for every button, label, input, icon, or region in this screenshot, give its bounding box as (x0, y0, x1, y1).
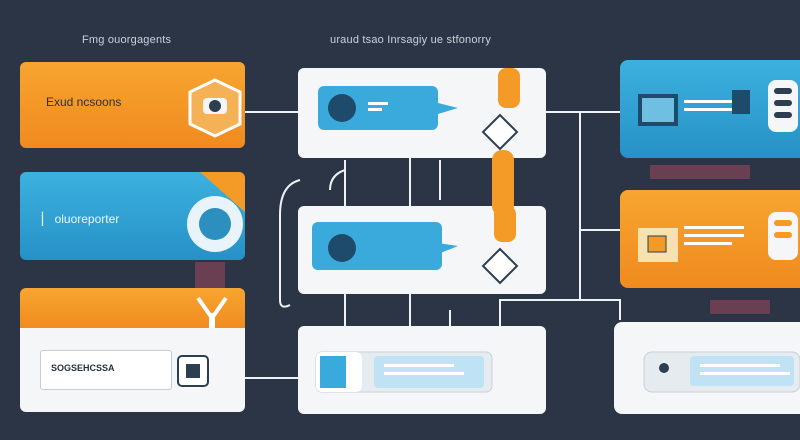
center-top-graphic (318, 68, 520, 151)
arrow-down-icon (196, 296, 228, 329)
left-bottom-header (20, 288, 245, 330)
left-mid-card[interactable]: ▏ oluoreporter (20, 172, 245, 260)
caption-center: uraud tsao Inrsagiy ue stfonorry (330, 34, 492, 46)
center-top-card[interactable] (298, 68, 546, 158)
left-bottom-field[interactable]: SOGSEHCSSA (40, 350, 172, 390)
right-top-graphic (638, 80, 798, 132)
left-bottom-label: SOGSEHCSSA (51, 363, 115, 373)
right-bottom-graphic (643, 351, 800, 393)
center-mid-graphic (312, 206, 519, 285)
right-mid-graphic (638, 212, 798, 262)
left-top-card[interactable]: Exud ncsoons (20, 62, 245, 148)
center-bottom-graphic (315, 351, 493, 393)
center-mid-card[interactable] (298, 206, 546, 294)
left-mid-graphic (187, 172, 245, 252)
left-top-label: Exud ncsoons (46, 95, 122, 109)
center-vertical-bar (492, 150, 514, 216)
caption-left: Fmg ouorgagents (82, 34, 172, 46)
left-bottom-card[interactable]: SOGSEHCSSA (20, 328, 245, 412)
left-mid-label: ▏ oluoreporter (42, 212, 120, 226)
right-bottom-card[interactable] (614, 322, 800, 414)
right-mid-card[interactable] (620, 190, 800, 288)
device-icon (177, 355, 209, 387)
center-bottom-card[interactable] (298, 326, 546, 414)
right-top-card[interactable] (620, 60, 800, 158)
left-top-badge (188, 78, 242, 138)
